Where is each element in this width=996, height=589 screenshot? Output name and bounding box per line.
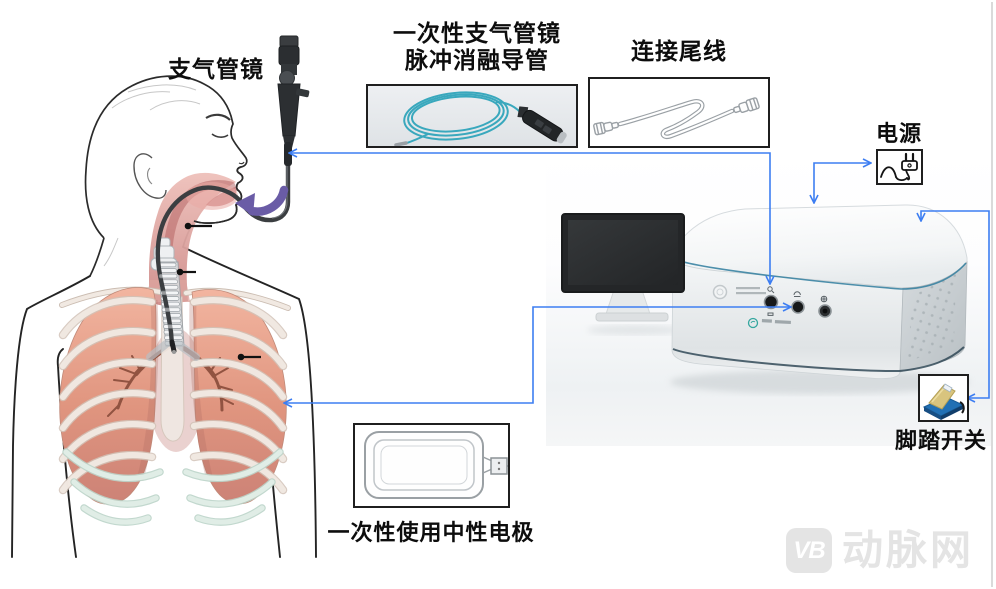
catheter-box (366, 84, 578, 148)
tail-cable-inner (618, 100, 734, 138)
tailwire-box (588, 77, 770, 148)
monitor-stand-neck (605, 289, 651, 315)
watermark-site-name: 动脉网 (842, 527, 974, 573)
monitor (561, 213, 685, 322)
label-footswitch: 脚踏开关 (894, 428, 987, 453)
mouth-outline (193, 166, 244, 224)
electrode-connector (490, 457, 508, 475)
scope-side-port (295, 88, 310, 98)
power-button-icon (712, 284, 728, 300)
power-box (876, 149, 923, 185)
watermark-logo: VB (786, 528, 832, 573)
scope-eyepiece-body (278, 45, 300, 66)
foot-pedal-icon (922, 383, 965, 420)
tail-connector-right (733, 97, 760, 114)
monitor-screen (568, 220, 678, 285)
watermark: VB 动脉网 (786, 528, 974, 573)
label-tailwire: 连接尾线 (631, 38, 727, 64)
catheter-handle (517, 106, 567, 144)
patient-illustration (11, 75, 317, 558)
catheter-port-icon (767, 286, 773, 292)
scope-eyepiece (279, 35, 299, 48)
electrode-box (353, 423, 510, 508)
scope-tip-cap (172, 350, 176, 354)
plug-icon (880, 152, 918, 182)
label-catheter-line1: 一次性支气管镜 (393, 20, 561, 46)
line-power (814, 163, 871, 203)
catheter-coil (403, 91, 509, 141)
generator-device (671, 204, 968, 380)
electrode-port-icon (820, 295, 828, 303)
connection-lines (284, 153, 990, 403)
tail-connector-left (593, 121, 619, 136)
label-bronchoscope: 支气管镜 (168, 56, 264, 82)
scope-cable-highlight (271, 152, 288, 219)
label-catheter: 一次性支气管镜 脉冲消融导管 (385, 20, 569, 74)
catheter-tip (394, 141, 408, 146)
scope-knob (279, 70, 295, 86)
hair-sketch (103, 84, 201, 267)
front-ports (763, 294, 832, 318)
label-electrode: 一次性使用中性电极 (327, 520, 535, 545)
line-foot-switch (921, 210, 990, 398)
pedal-box (918, 374, 969, 422)
catheter-illustration (394, 91, 567, 146)
line-electrode-to-patient (284, 307, 791, 403)
power-glyph (716, 288, 724, 296)
catheter-proximal-lead (495, 101, 521, 113)
monitor-shadow (587, 325, 683, 335)
line-catheter-to-scope (289, 153, 770, 284)
monitor-stand-base (595, 312, 669, 322)
panel-text-lines (736, 287, 766, 295)
scope-neck (281, 64, 297, 75)
tail-cable-illustration (593, 97, 760, 139)
anatomy-pointers (176, 222, 261, 361)
pedal-cable (959, 401, 965, 414)
neck-back-line (89, 237, 105, 277)
photo-edge-line (991, 2, 993, 587)
label-catheter-line2: 脉冲消融导管 (405, 47, 549, 73)
insertion-direction-arrow (235, 185, 289, 216)
label-power: 电源 (875, 121, 922, 146)
scope-tip (169, 339, 177, 354)
scope-strain-relief (284, 142, 292, 166)
rib-cage (58, 295, 288, 526)
pedal-port-icon (793, 291, 801, 296)
electrode-pad-illustration (364, 431, 508, 499)
